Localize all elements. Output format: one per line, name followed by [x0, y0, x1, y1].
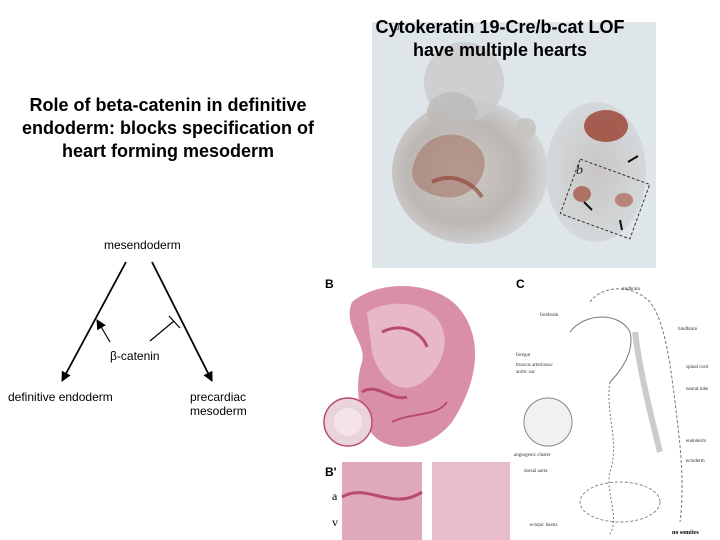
heart-primary: [584, 110, 628, 142]
node-precardiac-line1: precardiac: [190, 390, 247, 404]
arrow-bcatenin-to-endoderm: [96, 319, 111, 343]
label-spinal-cord: spinal cord: [686, 365, 709, 370]
label-endoderm: endoderm: [686, 439, 706, 444]
label-truncus: truncus arteriosus/: [516, 363, 553, 368]
label-aortic-sac: aortic sac: [516, 370, 536, 375]
panel-b-prime-letter: B': [325, 465, 337, 479]
label-foregut: foregut: [516, 353, 531, 358]
embryo-photo: b a: [372, 22, 656, 268]
label-midbrain: midbrain: [622, 287, 641, 292]
node-precardiac-mesoderm: precardiac mesoderm: [190, 390, 247, 418]
slide-title: Role of beta-catenin in definitive endod…: [21, 95, 315, 161]
label-no-somites: no somites: [672, 530, 699, 536]
embryo-outline: [589, 288, 683, 523]
pathway-diagram: [61, 261, 213, 382]
dashed-box: [559, 158, 651, 240]
label-angiogenic: angiogenic cluster: [514, 453, 551, 458]
node-definitive-endoderm: definitive endoderm: [8, 390, 113, 404]
label-hindbrain: hindbrain: [678, 327, 698, 332]
inset-label-a: a: [332, 489, 338, 503]
label-ectoderm: ectoderm: [686, 459, 705, 464]
heart-ectopic-a: [573, 186, 591, 202]
panel-c-letter: C: [516, 277, 525, 291]
arrow-to-precardiac-mesoderm: [151, 261, 213, 382]
node-beta-catenin: β-catenin: [110, 349, 160, 363]
inhibition-bcatenin: [149, 320, 175, 342]
embryo-title-line2: have multiple hearts: [412, 40, 588, 60]
pointer-arrow-3: [619, 219, 623, 231]
node-mesendoderm: mesendoderm: [104, 238, 181, 252]
embryo-title-line1: Cytokeratin 19-Cre/b-cat LOF: [375, 17, 625, 37]
label-forebrain: forebrain: [540, 313, 559, 318]
pointer-arrow-2: [583, 201, 593, 211]
embryo-title: Cytokeratin 19-Cre/b-cat LOF have multip…: [350, 16, 650, 62]
label-a: a: [394, 22, 400, 33]
pointer-arrow-1: [627, 155, 639, 163]
inhibition-bar: [168, 315, 181, 329]
label-neural-tube: neural tube: [686, 387, 709, 392]
histology-panel-b: B B' a v: [322, 272, 512, 540]
label-b: b: [576, 163, 583, 178]
node-precardiac-line2: mesoderm: [190, 404, 247, 418]
section-c: [523, 397, 573, 447]
label-dorsal-aorta: dorsal aorta: [524, 469, 548, 474]
inset-label-v: v: [332, 515, 338, 529]
schematic-panel-c: C midbrain forebrain hindbrain foregut t…: [510, 272, 720, 540]
panel-b-letter: B: [325, 277, 334, 291]
arrow-to-definitive-endoderm: [61, 261, 127, 382]
heart-ectopic-b: [615, 193, 633, 207]
label-ectopic-hearts: ectopic hearts: [530, 523, 558, 528]
inset-b-prime: [342, 462, 422, 540]
